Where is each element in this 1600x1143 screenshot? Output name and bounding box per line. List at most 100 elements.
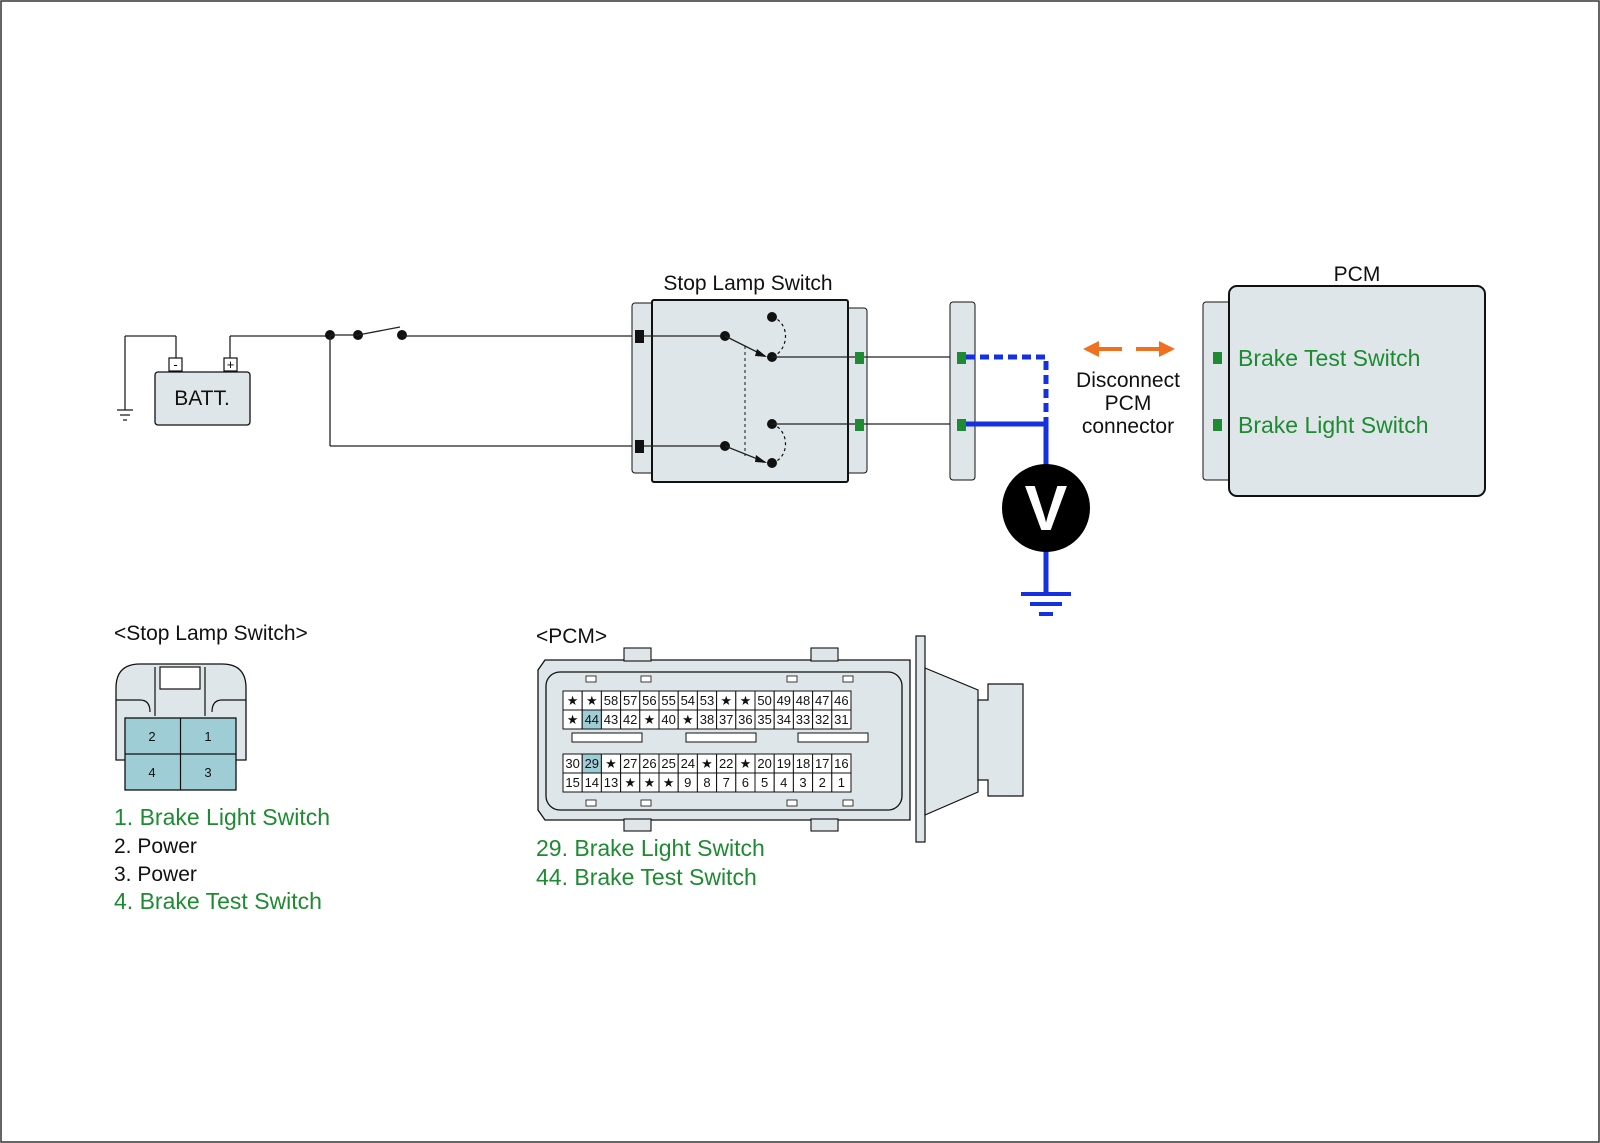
pcm-pin-label: 1: [838, 775, 845, 790]
disconnect-label-line3: connector: [1082, 415, 1174, 438]
pcm-legend-item: 29. Brake Light Switch: [536, 835, 765, 861]
pcm-pin-label: ★: [740, 693, 752, 708]
pcm-pin-label: 22: [719, 756, 733, 771]
sls-legend-item: 3. Power: [114, 863, 197, 886]
pcm-pin-label: ★: [701, 756, 713, 771]
pcm-pin-label: 16: [834, 756, 848, 771]
pcm-pin-label: 15: [565, 775, 579, 790]
pcm-pin-label: 13: [604, 775, 618, 790]
pcm-pin-cell: [831, 709, 852, 730]
pcm-pin-label: 56: [642, 693, 656, 708]
pcm-pin-label: ★: [605, 756, 617, 771]
pcm-pin-label: ★: [682, 712, 694, 727]
pcm-pin-label: 14: [585, 775, 599, 790]
pcm-pin-label: 29: [585, 756, 599, 771]
sls-connector-title: <Stop Lamp Switch>: [114, 622, 308, 645]
pcm-pin-label: 40: [661, 712, 675, 727]
pcm-pin-label: 5: [761, 775, 768, 790]
pcm-pin-label: 37: [719, 712, 733, 727]
pcm-pin-label: 50: [757, 693, 771, 708]
pcm-pin-label: 6: [742, 775, 749, 790]
sls-pin-3: 3: [204, 765, 211, 780]
pcm-pin-label: 30: [565, 756, 579, 771]
pcm-pin-label: 31: [834, 712, 848, 727]
pcm-pin-label: 38: [700, 712, 714, 727]
pcm-pin-label: ★: [586, 693, 598, 708]
pcm-pin-label: 47: [815, 693, 829, 708]
voltmeter-label: V: [1025, 472, 1068, 544]
pcm-pin-label: ★: [644, 775, 656, 790]
pcm-pin-label: 35: [757, 712, 771, 727]
pcm-pin-label: 36: [738, 712, 752, 727]
pcm-pin-label: ★: [663, 775, 675, 790]
pcm-pin-label: ★: [720, 693, 732, 708]
pcm-pin-label: 48: [796, 693, 810, 708]
pcm-pin-label: 8: [703, 775, 710, 790]
sls-legend: 1. Brake Light Switch 2. Power 3. Power4. …: [114, 804, 330, 914]
sls-legend-item: 4. Brake Test Switch: [114, 888, 322, 914]
battery: - + BATT.: [154, 357, 251, 426]
pcm-pin-cell: [831, 772, 852, 793]
pcm-pin-label: 55: [661, 693, 675, 708]
pcm-pin-label: ★: [740, 756, 752, 771]
pcm-pin-label: 53: [700, 693, 714, 708]
sls-connector-face: [115, 663, 247, 791]
pcm-pin-label: 19: [777, 756, 791, 771]
pcm-pin-label: 49: [777, 693, 791, 708]
battery-plus-label: +: [227, 357, 235, 372]
pcm-legend-item: 44. Brake Test Switch: [536, 864, 757, 890]
sls-pin-4: 4: [148, 765, 155, 780]
pcm-legend: 29. Brake Light Switch 44. Brake Test Swi…: [536, 835, 765, 890]
pcm-pin-label: 9: [684, 775, 691, 790]
ignition-switch: [325, 326, 407, 340]
pcm-pin-label: 2: [819, 775, 826, 790]
sls-legend-item: 2. Power: [114, 835, 197, 858]
pcm-pin-label: 18: [796, 756, 810, 771]
stop-lamp-switch-title: Stop Lamp Switch: [663, 272, 832, 295]
pcm-title: PCM: [1334, 263, 1381, 286]
pcm-pin-label: ★: [567, 712, 579, 727]
pcm-pin-label: 44: [585, 712, 599, 727]
disconnect-label-line2: PCM: [1105, 392, 1152, 415]
pcm-pin-label: 46: [834, 693, 848, 708]
pcm-pin-label: 3: [799, 775, 806, 790]
pcm-pin-label: 34: [777, 712, 791, 727]
sls-pin-1: 1: [204, 729, 211, 744]
pcm-module: [1202, 285, 1486, 497]
pcm-pin-label: 32: [815, 712, 829, 727]
sls-pin-2: 2: [148, 729, 155, 744]
pcm-pin-label: 17: [815, 756, 829, 771]
pcm-brake-test-label: Brake Test Switch: [1238, 345, 1420, 371]
pcm-connector-title: <PCM>: [536, 625, 607, 648]
voltmeter: V: [1002, 464, 1090, 552]
pcm-pin-label: 43: [604, 712, 618, 727]
sls-legend-item: 1. Brake Light Switch: [114, 804, 330, 830]
pcm-pin-label: ★: [644, 712, 656, 727]
pcm-pin-label: 42: [623, 712, 637, 727]
pcm-pin-label: 54: [681, 693, 695, 708]
pcm-pin-label: 57: [623, 693, 637, 708]
pcm-pin-label: 33: [796, 712, 810, 727]
disconnect-label-line1: Disconnect: [1076, 369, 1180, 392]
pcm-pin-label: 58: [604, 693, 618, 708]
pcm-pin-label: 26: [642, 756, 656, 771]
pcm-pin-label: 24: [681, 756, 695, 771]
pcm-pin-label: 4: [780, 775, 787, 790]
battery-label: BATT.: [174, 387, 230, 410]
pcm-pin-label: 27: [623, 756, 637, 771]
disconnect-arrows: [1083, 341, 1175, 357]
ground-symbol-left: [117, 336, 133, 421]
pcm-pin-label: 7: [723, 775, 730, 790]
battery-minus-label: -: [173, 357, 177, 372]
pcm-pin-label: ★: [567, 693, 579, 708]
pcm-brake-light-label: Brake Light Switch: [1238, 412, 1428, 438]
pcm-pin-label: 25: [661, 756, 675, 771]
pcm-pin-label: 20: [757, 756, 771, 771]
harness-connector: [864, 301, 976, 481]
stop-lamp-switch: [631, 299, 868, 483]
probe-wires: [966, 354, 1071, 616]
pcm-pin-label: ★: [624, 775, 636, 790]
